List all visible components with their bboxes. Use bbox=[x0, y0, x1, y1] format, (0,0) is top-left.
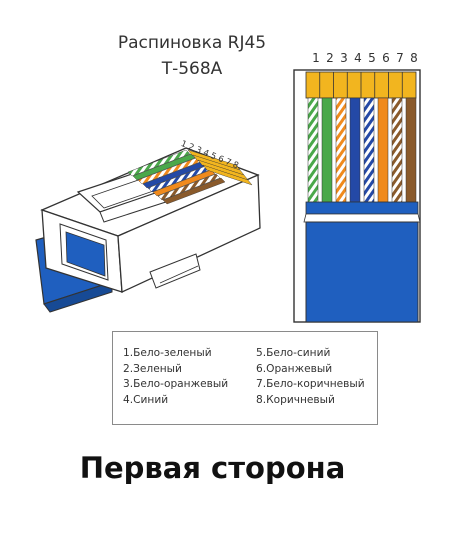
wire-2 bbox=[321, 97, 333, 203]
pinout-front-view bbox=[293, 69, 421, 323]
legend-item: 5.Бело-синий bbox=[256, 347, 331, 359]
wire-7 bbox=[391, 97, 403, 203]
wire-3 bbox=[335, 97, 347, 203]
wire-5 bbox=[363, 97, 375, 203]
wire-4 bbox=[349, 97, 361, 203]
pin-number-2: 2 bbox=[326, 51, 334, 65]
legend-item: 4.Синий bbox=[123, 393, 169, 406]
pin-numbers: 1 2 3 4 5 6 7 8 bbox=[312, 51, 424, 67]
pin-number-6: 6 bbox=[382, 51, 390, 65]
side-caption: Первая сторона bbox=[79, 451, 346, 485]
plug-contacts bbox=[187, 149, 253, 186]
pin-number-4: 4 bbox=[354, 51, 362, 65]
plug-wires bbox=[127, 149, 226, 205]
plug-body-side bbox=[117, 174, 261, 293]
pin-number-8: 8 bbox=[410, 51, 418, 65]
legend-item: 1.Бело-зеленый bbox=[123, 347, 212, 359]
pin-number-7: 7 bbox=[396, 51, 404, 65]
plug-illustration bbox=[35, 147, 261, 313]
pin-number-1: 1 bbox=[312, 51, 320, 65]
legend-item: 8.Коричневый bbox=[256, 393, 335, 406]
wire-1 bbox=[307, 97, 319, 203]
diagram-title: Распиновка RJ45 bbox=[117, 33, 267, 53]
rj45-diagram bbox=[35, 69, 421, 323]
legend-column-left: 1.Бело-зеленый 2.Зеленый 3.Бело-оранжевы… bbox=[123, 346, 228, 408]
plug-pin-number-8: 8 bbox=[231, 159, 240, 172]
wire-8 bbox=[405, 97, 417, 203]
pinout-wires bbox=[307, 97, 417, 203]
pinout-cable bbox=[305, 221, 419, 323]
pin-number-3: 3 bbox=[340, 51, 348, 65]
legend-item: 7.Бело-коричневый bbox=[256, 378, 365, 390]
standard-label: Т-568А bbox=[161, 59, 223, 79]
pin-number-5: 5 bbox=[368, 51, 376, 65]
legend-column-right: 5.Бело-синий 6.Оранжевый 7.Бело-коричнев… bbox=[256, 346, 365, 408]
legend-item: 3.Бело-оранжевый bbox=[123, 378, 229, 390]
legend-item: 6.Оранжевый bbox=[256, 362, 333, 375]
legend-item: 2.Зеленый bbox=[123, 362, 182, 375]
wire-legend: 1.Бело-зеленый 2.Зеленый 3.Бело-оранжевы… bbox=[112, 331, 378, 425]
pinout-cable-band bbox=[305, 201, 419, 215]
wire-6 bbox=[377, 97, 389, 203]
